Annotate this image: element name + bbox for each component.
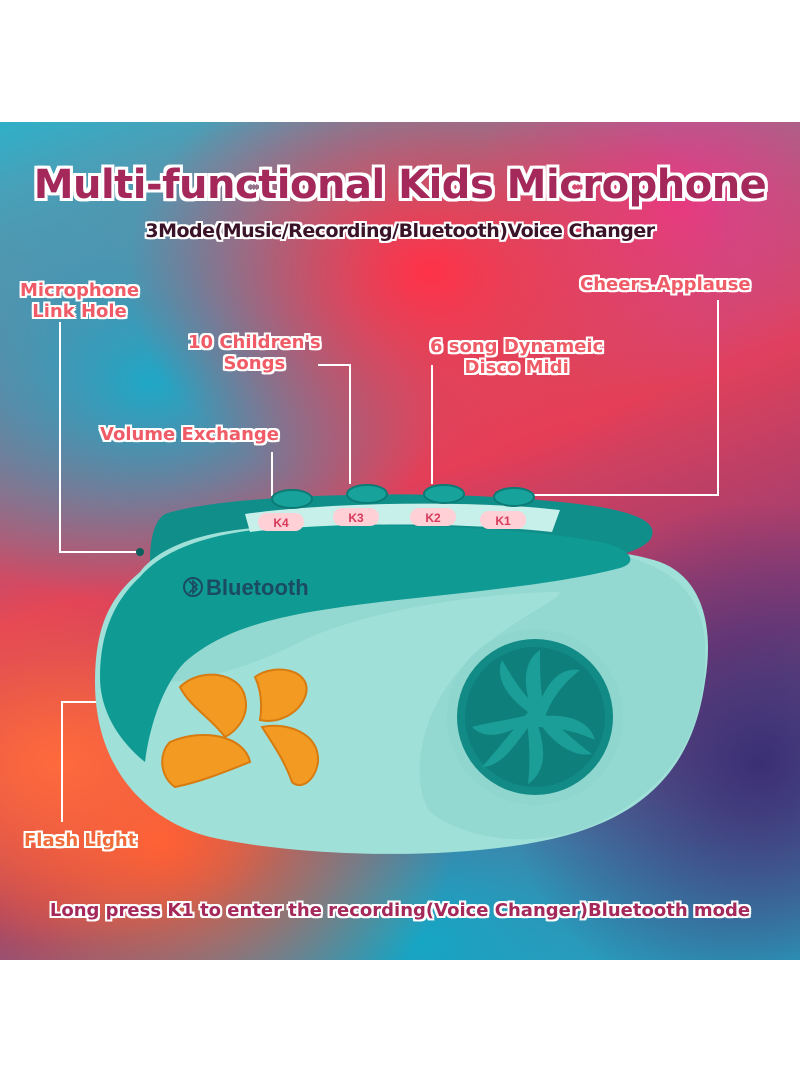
callout-disco-midi: 6 song Dynameic Disco Midi [430,336,603,378]
key-k3[interactable]: K3 [333,484,388,526]
leader-link-hole [59,322,138,553]
callout-disco-midi-line1: 6 song Dynameic [430,336,604,357]
callout-disco-midi-line2: Disco Midi [464,357,569,378]
leader-cheers [520,300,719,496]
callout-children-songs: 10 Children's Songs [188,332,321,374]
microphone-illustration: Bluetooth K4 K3 K2 K1 [59,300,719,854]
callout-link-hole-line2: Link Hole [32,301,127,322]
key-label-bg [480,511,526,529]
callout-link-hole: Microphone Link Hole [20,280,139,322]
bluetooth-icon-glyph [188,579,199,595]
callout-volume: Volume Exchange [100,424,279,445]
key-label-bg [333,508,379,526]
bluetooth-label: Bluetooth [206,575,309,600]
key-label: K1 [495,514,511,528]
callout-link-hole-line1: Microphone [20,280,140,301]
bottom-note: Long press K1 to enter the recording(Voi… [49,900,751,921]
key-label: K3 [348,511,364,525]
flash-light-petals [161,668,320,789]
bluetooth-badge: Bluetooth [183,575,309,600]
background-panel: Multi-functional Kids Microphone 3Mode(M… [0,122,800,960]
key-k2[interactable]: K2 [410,484,465,526]
key-label: K4 [273,516,289,530]
device-body: Bluetooth K4 K3 K2 K1 [95,484,708,854]
key-label-bg [258,513,304,531]
leader-children-songs [318,364,351,484]
key-button-k2[interactable] [423,484,465,504]
key-row: K4 K3 K2 K1 [258,484,535,531]
link-hole [136,548,144,556]
key-k4[interactable]: K4 [258,489,313,531]
callout-children-songs-line1: 10 Children's [188,332,321,353]
page-title: Multi-functional Kids Microphone [33,162,767,208]
callout-cheers: Cheers.Applause [580,274,751,295]
speaker-grille [472,650,595,784]
key-button-k1[interactable] [493,487,535,507]
key-label: K2 [425,511,441,525]
callout-children-songs-line2: Songs [223,353,286,374]
key-button-k4[interactable] [271,489,313,509]
key-k1[interactable]: K1 [480,487,535,529]
bluetooth-icon [183,577,203,597]
page-subtitle: 3Mode(Music/Recording/Bluetooth)Voice Ch… [145,220,655,242]
key-label-bg [410,508,456,526]
callout-flash-light: Flash Light [24,830,137,851]
key-button-k3[interactable] [346,484,388,504]
